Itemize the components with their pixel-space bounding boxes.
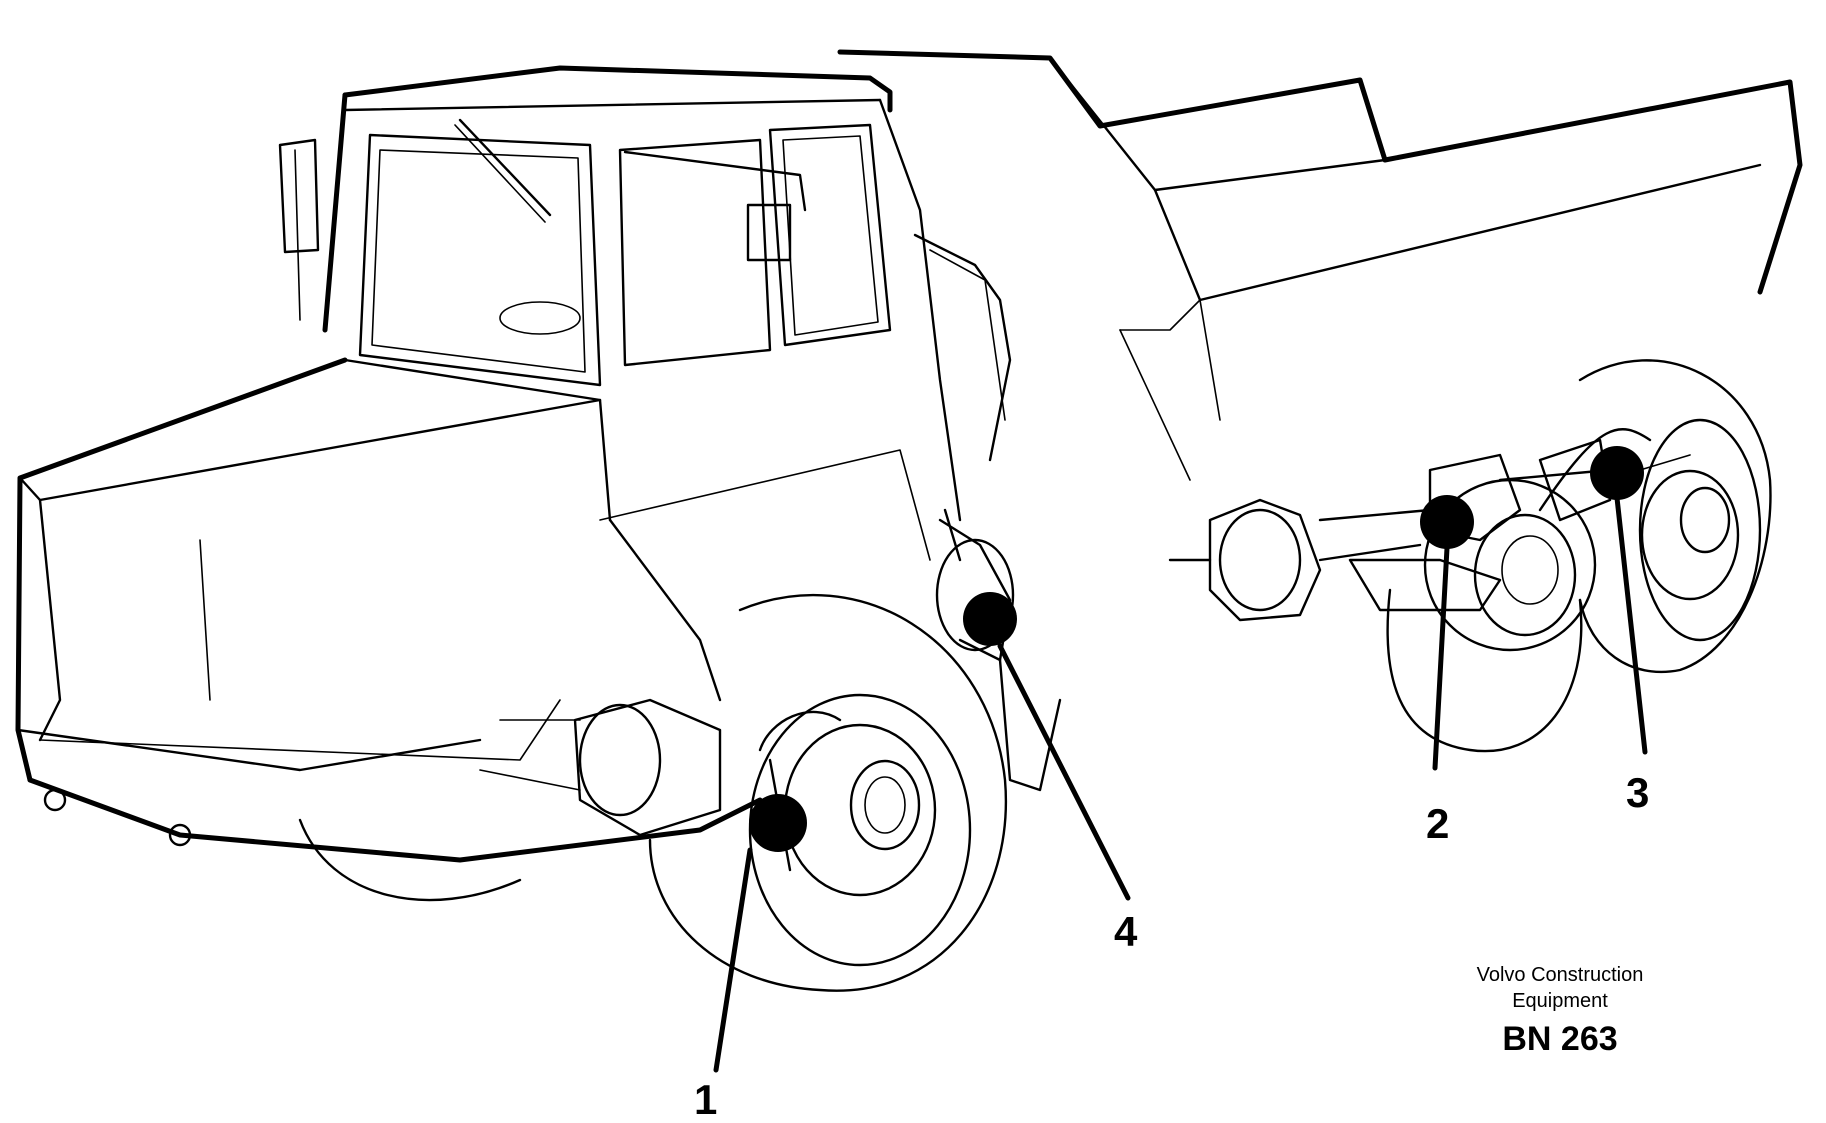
callout-2: 2: [1420, 495, 1474, 847]
callout-4: 4: [963, 592, 1138, 955]
callout-3-label: 3: [1626, 769, 1649, 816]
front-axle: [479, 698, 722, 837]
caption-company: Volvo Construction: [1476, 964, 1644, 986]
callout-3-marker: [1590, 446, 1644, 500]
callout-4-label: 4: [1114, 908, 1138, 955]
callout-4-marker: [963, 592, 1017, 646]
callout-1-label: 1: [694, 1076, 717, 1123]
callout-3: 3: [1590, 446, 1649, 816]
callout-4-leader: [997, 643, 1131, 901]
callout-1-marker: [749, 794, 807, 852]
callout-2-leader: [1432, 545, 1450, 771]
front-frame: [15, 357, 931, 863]
callout-3-leader: [1614, 495, 1648, 755]
caption-code: BN 263: [1502, 1020, 1618, 1058]
rear-wheel-middle: [1386, 428, 1652, 753]
caption-block: Volvo Construction Equipment BN 263: [1420, 962, 1700, 1059]
cab: [278, 65, 1012, 522]
callout-1: 1: [694, 794, 807, 1123]
callout-2-label: 2: [1426, 800, 1449, 847]
caption-company-2: Equipment: [1512, 990, 1608, 1012]
callout-2-marker: [1420, 495, 1474, 549]
callout-1-leader: [713, 847, 753, 1073]
dump-body: [837, 49, 1803, 481]
rear-wheel-rear: [1578, 359, 1772, 674]
